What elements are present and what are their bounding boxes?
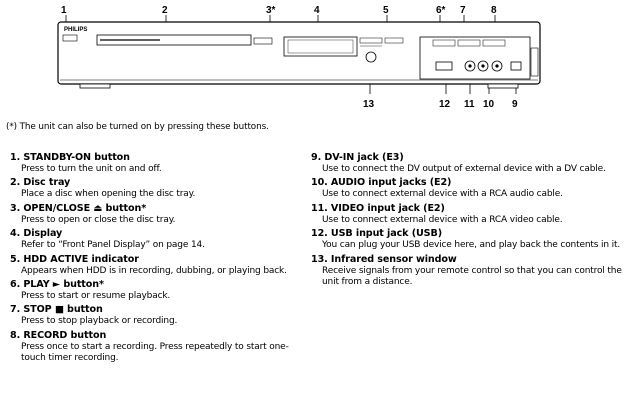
item-title: 8. RECORD button <box>10 329 107 341</box>
callout-9: 9 <box>512 99 518 110</box>
item-title: 3. OPEN/CLOSE ⏏ button* <box>10 202 147 214</box>
record-button <box>482 39 506 47</box>
item-description: You can plug your USB device here, and p… <box>322 240 621 251</box>
standby-button <box>62 34 78 42</box>
brand-logo: PHILIPS <box>64 27 87 33</box>
stop-button <box>457 39 481 47</box>
list-item: 8. RECORD button Press once to start a r… <box>10 330 302 365</box>
list-item: 11. VIDEO input jack (E2) Use to connect… <box>311 203 629 226</box>
item-title: 12. USB input jack (USB) <box>311 228 442 240</box>
list-item: 9. DV-IN jack (E3) Use to connect the DV… <box>311 152 629 175</box>
item-description: Place a disc when opening the disc tray. <box>21 189 196 200</box>
item-title: 5. HDD ACTIVE indicator <box>10 253 139 265</box>
item-description: Use to connect the DV output of external… <box>322 164 606 174</box>
item-title: 2. Disc tray <box>10 177 71 189</box>
callout-10: 10 <box>483 99 495 110</box>
open-close-button <box>253 37 273 45</box>
list-item: 4. Display Refer to “Front Panel Display… <box>10 228 302 251</box>
play-button <box>432 39 456 47</box>
footnote: (*) The unit can also be turned on by pr… <box>6 122 269 132</box>
item-description: Press to stop playback or recording. <box>21 316 178 327</box>
list-item: 7. STOP ■ button Press to stop playback … <box>10 304 302 327</box>
callout-5: 5 <box>383 5 389 16</box>
list-item: 13. Infrared sensor window Receive signa… <box>311 254 629 289</box>
callout-7: 7 <box>460 5 466 16</box>
callout-12: 12 <box>439 99 451 110</box>
item-description: Appears when HDD is in recording, dubbin… <box>21 265 287 276</box>
front-panel-diagram: 1 2 3* 4 5 6* 7 8 PHILIPS <box>57 5 541 110</box>
callout-13: 13 <box>363 99 375 110</box>
item-title: 1. STANDBY-ON button <box>10 152 130 163</box>
callout-3: 3* <box>266 5 276 16</box>
item-description: Use to connect external device with a RC… <box>322 214 563 225</box>
item-description: Receive signals from your remote control… <box>322 265 622 288</box>
item-title: 7. STOP ■ button <box>10 304 103 316</box>
callout-2: 2 <box>162 5 168 16</box>
item-description: Press to start or resume playback. <box>21 291 171 302</box>
item-description: Press to open or close the disc tray. <box>21 214 176 225</box>
item-title: 4. Display <box>10 228 63 240</box>
callout-11: 11 <box>464 99 475 110</box>
list-item: 6. PLAY ► button* Press to start or resu… <box>10 279 302 302</box>
dv-in-jack <box>510 61 522 71</box>
item-description: Use to connect external device with a RC… <box>322 189 563 200</box>
list-item: 5. HDD ACTIVE indicator Appears when HDD… <box>10 254 302 277</box>
right-column: 9. DV-IN jack (E3) Use to connect the DV… <box>311 152 629 290</box>
list-item: 3. OPEN/CLOSE ⏏ button* Press to open or… <box>10 203 302 226</box>
item-title: 11. VIDEO input jack (E2) <box>311 202 445 214</box>
callout-8: 8 <box>491 5 497 16</box>
usb-jack <box>435 61 453 71</box>
left-column: 1. STANDBY-ON button Press to turn the u… <box>10 152 302 367</box>
item-title: 6. PLAY ► button* <box>10 279 104 291</box>
list-item: 12. USB input jack (USB) You can plug yo… <box>311 228 629 251</box>
list-item: 1. STANDBY-ON button Press to turn the u… <box>10 152 302 175</box>
item-description: Refer to “Front Panel Display” on page 1… <box>21 240 205 251</box>
disc-tray <box>96 34 252 46</box>
item-title: 13. Infrared sensor window <box>311 253 457 265</box>
item-title: 10. AUDIO input jacks (E2) <box>311 177 452 189</box>
callout-1: 1 <box>61 5 67 16</box>
infrared-sensor <box>365 51 377 63</box>
hdd-active-indicator <box>359 37 404 47</box>
callout-6: 6* <box>436 5 446 16</box>
list-item: 10. AUDIO input jacks (E2) Use to connec… <box>311 177 629 200</box>
item-description: Press to turn the unit on and off. <box>21 164 162 174</box>
item-title: 9. DV-IN jack (E3) <box>311 152 404 163</box>
callout-4: 4 <box>314 5 320 16</box>
item-description: Press once to start a recording. Press r… <box>21 341 289 364</box>
list-item: 2. Disc tray Place a disc when opening t… <box>10 177 302 200</box>
